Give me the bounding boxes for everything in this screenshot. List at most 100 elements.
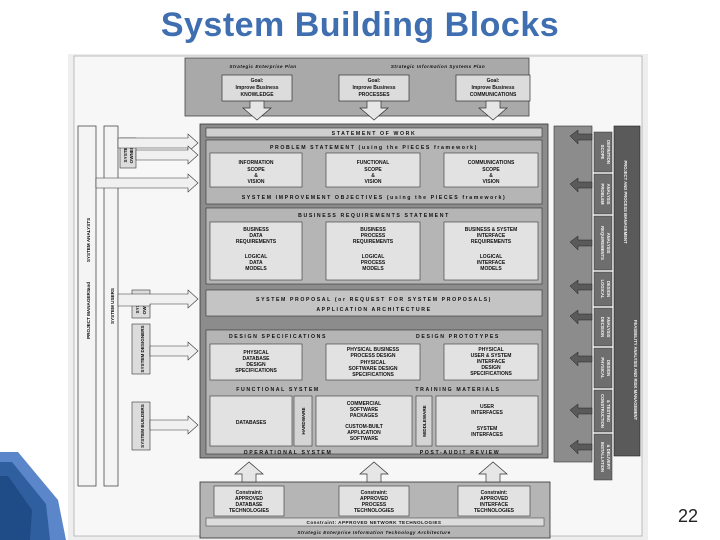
focus-title: FUNCTIONAL [357,160,390,166]
phase-problem-analysis: PROBLEM ANALYSIS [593,173,613,215]
requirement-cells: BUSINESS DATA REQUIREMENTS LOGICAL DATA … [209,221,539,281]
system-builders-label: SYSTEM BUILDERS [140,404,145,448]
focus-line: VISION [248,179,265,185]
hardware-label: HARDWARE [301,407,306,434]
system-building-blocks-diagram: Strategic Enterprise Plan Strategic Info… [68,54,648,540]
requirement-line: PROCESS [361,233,386,239]
hardware-cell [293,395,313,447]
phase-requirements-analysis: REQUIREMENTS ANALYSIS [593,215,613,271]
system-proposal-section [205,289,543,317]
statement-of-work-label: STATEMENT OF WORK [332,131,417,137]
up-arrow [478,461,508,483]
model-line: LOGICAL [245,254,268,260]
constraint-line: INTERFACE [480,502,509,508]
phase-line: ANALYSIS [606,317,611,338]
requirement-line: INTERFACE [477,233,506,239]
focus-cells: INFORMATION SCOPE & VISION FUNCTIONAL SC… [209,152,539,188]
focus-line: VISION [365,179,382,185]
middleware-label: MIDDLEWARE [422,405,427,436]
phase-line: DESIGN [606,360,611,376]
model-line: PROCESS [361,260,386,266]
design-line: SPECIFICATIONS [235,368,277,374]
design-line: USER & SYSTEM [471,353,512,359]
model-line: LOGICAL [480,254,503,260]
constraint-box [457,485,531,517]
constraint-line: TECHNOLOGIES [474,508,515,514]
right-arrow [95,173,199,193]
goal-down-arrows [242,100,508,121]
right-arrow [149,415,199,435]
page-number: 22 [677,506,699,526]
phase-construction-testing: CONSTRUCTION & TESTING [593,389,613,433]
design-line: SPECIFICATIONS [470,371,512,377]
down-arrow [478,100,508,121]
design-line: PROCESS DESIGN [350,353,395,359]
left-arrow [569,279,593,295]
software-line: APPLICATION [347,430,381,436]
goal-label: Goal: [251,78,264,84]
model-line: DATA [249,260,263,266]
constraint-line: Constraint: [236,490,263,496]
focus-cell [209,152,303,188]
requirement-line: BUSINESS [243,227,269,233]
constraint-line: Constraint: [361,490,388,496]
design-line: INTERFACE [477,359,506,365]
model-line: INTERFACE [477,260,506,266]
left-arrow [569,439,593,455]
project-managers-column [77,125,97,487]
phase-line: ANALYSIS [606,233,611,254]
requirement-cell [325,221,421,281]
left-arrow [569,351,593,367]
requirement-line: REQUIREMENTS [236,239,277,245]
training-materials-label: TRAINING MATERIALS [415,387,500,393]
problem-statement-label: PROBLEM STATEMENT (using the PIECES fram… [270,145,478,151]
focus-line: & [489,173,493,179]
focus-line: VISION [483,179,500,185]
design-line: PHYSICAL [478,347,503,353]
design-prototypes-label: DESIGN PROTOTYPES [416,334,500,340]
design-line: PHYSICAL BUSINESS [347,347,400,353]
focus-line: SCOPE [247,167,265,173]
requirement-line: BUSINESS [360,227,386,233]
system-users-label: SYSTEM USERS [110,288,115,324]
and-label: and [86,282,91,290]
phase-installation-delivery: INSTALLATION & DELIVERY [593,433,613,481]
constraint-line: DATABASE [235,502,263,508]
interfaces-line: SYSTEM [477,426,498,432]
focus-line: & [371,173,375,179]
goal-target: PROCESSES [358,92,390,98]
design-line: PHYSICAL [243,350,268,356]
goal-box [221,74,293,102]
design-specifications-label: DESIGN SPECIFICATIONS [229,334,327,340]
business-requirements-label: BUSINESS REQUIREMENTS STATEMENT [298,213,450,219]
focus-title: COMMUNICATIONS [468,160,515,166]
requirement-line: REQUIREMENTS [353,239,394,245]
requirement-line: DATA [249,233,263,239]
model-line: MODELS [362,266,384,272]
design-cell [325,343,421,381]
right-arrow [135,145,199,165]
design-line: DATABASE [242,356,270,362]
design-cell [209,343,303,381]
phase-line: & TESTING [606,400,611,422]
system-analysts-label: SYSTEM ANALYSTS [86,218,91,262]
up-arrow [359,461,389,483]
down-arrow [242,100,272,121]
phase-scope-definition: SCOPE DEFINITION [593,131,613,173]
goal-label: Goal: [487,78,500,84]
goal-label: Goal: [368,78,381,84]
constraint-line: PROCESS [362,502,387,508]
design-line: SOFTWARE DESIGN [349,366,398,372]
requirement-cell [209,221,303,281]
interfaces-line: INTERFACES [471,432,503,438]
goal-boxes: Goal: Improve Business KNOWLEDGE Goal: I… [221,74,531,102]
network-constraint-bar [205,517,545,527]
model-line: LOGICAL [362,254,385,260]
slide-title: System Building Blocks [160,6,560,44]
management-bar [613,125,641,457]
design-cell [443,343,539,381]
project-management-label: PROJECT AND PROCESS MANAGEMENT [623,160,628,244]
phase-line: DECISION [600,317,605,337]
functional-system-label: FUNCTIONAL SYSTEM [236,387,320,393]
goal-box [455,74,531,102]
